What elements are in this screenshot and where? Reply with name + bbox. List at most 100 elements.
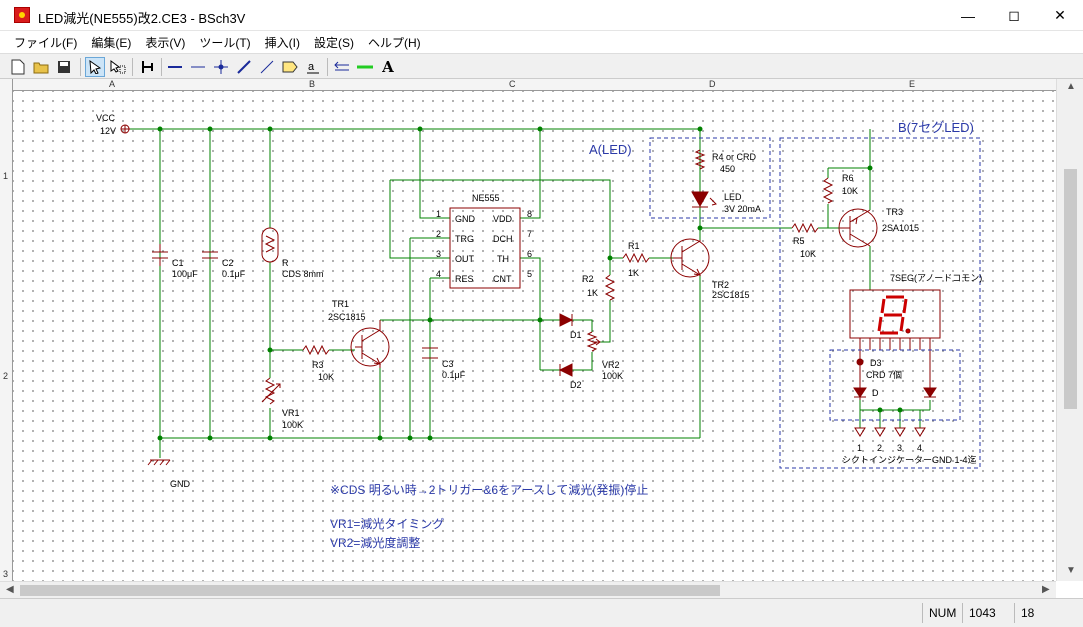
new-file-icon[interactable]	[8, 57, 28, 77]
menu-insert[interactable]: 挿入(I)	[264, 35, 300, 50]
svg-text:C1: C1	[172, 258, 184, 268]
horizontal-scrollbar[interactable]: ◀ ▶	[0, 581, 1056, 598]
svg-text:3: 3	[897, 443, 902, 453]
wire-icon[interactable]	[165, 57, 185, 77]
bus-entry-icon[interactable]	[257, 57, 277, 77]
scroll-up-icon[interactable]: ▲	[1066, 81, 1076, 92]
column-ruler: A B C D E	[13, 79, 1056, 91]
scroll-down-icon[interactable]: ▼	[1066, 565, 1076, 576]
component-icon[interactable]	[137, 57, 157, 77]
svg-text:RES: RES	[455, 274, 474, 284]
marker-line-icon[interactable]	[355, 57, 375, 77]
notes: A(LED) B(7セグLED) ※CDS 明るい時→2トリガー&6をアースして…	[330, 120, 974, 550]
column-label: E	[909, 79, 916, 89]
vertical-scroll-thumb[interactable]	[1064, 169, 1077, 409]
svg-text:NE555: NE555	[472, 193, 500, 203]
svg-text:1: 1	[436, 209, 441, 219]
svg-text:2SA1015: 2SA1015	[882, 223, 919, 233]
bus-icon[interactable]	[188, 57, 208, 77]
menu-file[interactable]: ファイル(F)	[14, 35, 78, 50]
svg-text:CDS 8mm: CDS 8mm	[282, 269, 324, 279]
status-bar: NUM 1043 18	[0, 598, 1083, 627]
svg-text:100μF: 100μF	[172, 269, 198, 279]
entry-icon[interactable]	[234, 57, 254, 77]
svg-text:GND: GND	[455, 214, 476, 224]
svg-text:TH: TH	[497, 254, 509, 264]
svg-text:2: 2	[436, 229, 441, 239]
row-ruler: 1 2 3	[0, 79, 13, 581]
save-icon[interactable]	[54, 57, 74, 77]
menu-edit[interactable]: 編集(E)	[91, 35, 132, 50]
svg-text:450: 450	[720, 164, 735, 174]
svg-text:7: 7	[527, 229, 532, 239]
cursor-y: 18	[1014, 603, 1064, 623]
svg-text:8: 8	[527, 209, 532, 219]
menu-help[interactable]: ヘルプ(H)	[367, 35, 421, 50]
app-icon	[14, 7, 30, 23]
svg-text:10K: 10K	[842, 186, 858, 196]
schematic-drawing: VCC 12V GND C1 100μF C2 0.1μF R CDS 8mm …	[96, 113, 982, 550]
menu-settings[interactable]: 設定(S)	[313, 35, 354, 50]
horizontal-scroll-thumb[interactable]	[20, 585, 720, 596]
svg-text:VCC: VCC	[96, 113, 116, 123]
svg-text:4: 4	[917, 443, 922, 453]
svg-text:10K: 10K	[318, 372, 334, 382]
svg-text:GND: GND	[170, 479, 191, 489]
comment-icon[interactable]	[332, 57, 352, 77]
minimize-button[interactable]: —	[961, 7, 975, 24]
label-icon[interactable]: a	[303, 57, 323, 77]
svg-text:D2: D2	[570, 380, 582, 390]
wires	[130, 128, 931, 458]
close-button[interactable]: ✕	[1054, 7, 1066, 23]
part-labels: VCC 12V GND C1 100μF C2 0.1μF R CDS 8mm …	[96, 113, 982, 489]
svg-text:D1: D1	[570, 330, 582, 340]
svg-text:1: 1	[857, 443, 862, 453]
svg-text:TR3: TR3	[886, 207, 903, 217]
svg-text:5: 5	[527, 269, 532, 279]
svg-text:OUT: OUT	[455, 254, 475, 264]
svg-text:0.1μF: 0.1μF	[442, 370, 466, 380]
title-bar: LED減光(NE555)改2.CE3 - BSch3V — ◻ ✕	[0, 0, 1083, 31]
svg-text:3: 3	[436, 249, 441, 259]
svg-text:0.1μF: 0.1μF	[222, 269, 246, 279]
svg-text:100K: 100K	[602, 371, 623, 381]
svg-text:VR1=減光タイミング: VR1=減光タイミング	[330, 516, 444, 531]
menu-tools[interactable]: ツール(T)	[199, 35, 251, 50]
svg-text:2: 2	[877, 443, 882, 453]
maximize-button[interactable]: ◻	[1008, 7, 1020, 23]
svg-text:7SEG(アノードコモン): 7SEG(アノードコモン)	[890, 273, 982, 283]
svg-text:B(7セグLED): B(7セグLED)	[898, 120, 974, 135]
select-pointer-icon[interactable]	[85, 57, 105, 77]
scroll-right-icon[interactable]: ▶	[1042, 584, 1050, 595]
window-title: LED減光(NE555)改2.CE3 - BSch3V	[38, 11, 246, 26]
schematic-canvas[interactable]: VCC 12V GND C1 100μF C2 0.1μF R CDS 8mm …	[13, 91, 1056, 581]
svg-text:VR2: VR2	[602, 360, 620, 370]
svg-text:R2: R2	[582, 274, 594, 284]
svg-text:3V 20mA: 3V 20mA	[724, 204, 761, 214]
text-icon[interactable]: A	[382, 58, 394, 76]
svg-text:R5: R5	[793, 236, 805, 246]
tag-icon[interactable]	[280, 57, 300, 77]
column-label: A	[109, 79, 116, 89]
svg-text:R6: R6	[842, 173, 854, 183]
drag-select-icon[interactable]	[108, 57, 128, 77]
row-label: 1	[3, 171, 9, 181]
svg-text:1K: 1K	[628, 268, 639, 278]
svg-text:6: 6	[527, 249, 532, 259]
svg-text:VR2=減光度調整: VR2=減光度調整	[330, 535, 420, 550]
svg-text:4: 4	[436, 269, 441, 279]
svg-text:1K: 1K	[587, 288, 598, 298]
svg-text:D: D	[872, 388, 879, 398]
junction-icon[interactable]	[211, 57, 231, 77]
toolbar: a A	[0, 53, 1083, 79]
svg-text:TRG: TRG	[455, 234, 474, 244]
svg-text:a: a	[308, 61, 315, 73]
section-boxes	[649, 137, 981, 469]
vertical-scrollbar[interactable]: ▲ ▼	[1056, 79, 1083, 581]
scroll-left-icon[interactable]: ◀	[6, 584, 14, 595]
menu-view[interactable]: 表示(V)	[145, 35, 186, 50]
open-folder-icon[interactable]	[31, 57, 51, 77]
svg-text:LED: LED	[724, 192, 742, 202]
column-label: C	[509, 79, 516, 89]
svg-text:シクトインジケーターGND 1-4迄: シクトインジケーターGND 1-4迄	[842, 454, 977, 465]
